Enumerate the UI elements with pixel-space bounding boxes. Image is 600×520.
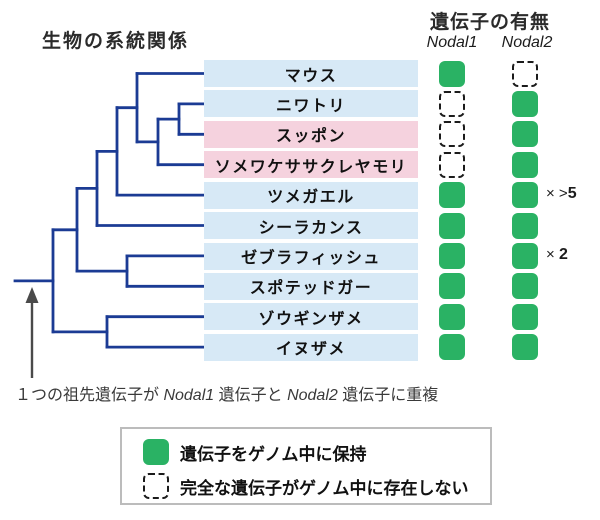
absent-square-icon xyxy=(143,473,169,499)
legend-item-absent: 完全な遺伝子がゲノム中に存在しない xyxy=(143,473,469,499)
gene-presence-header: 遺伝子の有無 xyxy=(429,12,550,33)
duplication-caption: １つの祖先遺伝子が Nodal1 遺伝子と Nodal2 遺伝子に重複 xyxy=(15,381,438,405)
caption-gene2: Nodal2 xyxy=(287,387,338,404)
legend-item-present: 遺伝子をゲノム中に保持 xyxy=(143,439,367,465)
present-square-icon xyxy=(143,439,169,465)
legend-box: 遺伝子をゲノム中に保持 完全な遺伝子がゲノム中に存在しない xyxy=(120,427,492,505)
phylogeny-title: 生物の系統関係 xyxy=(42,31,190,52)
column-label-nodal1: Nodal1 xyxy=(426,34,478,51)
caption-text: １つの祖先遺伝子が xyxy=(15,387,164,404)
ancestor-arrow-head-icon xyxy=(25,287,39,303)
column-label-nodal2: Nodal2 xyxy=(501,34,553,51)
caption-text: 遺伝子と xyxy=(214,387,288,404)
caption-gene1: Nodal1 xyxy=(163,387,215,404)
legend-label: 完全な遺伝子がゲノム中に存在しない xyxy=(180,478,469,498)
legend-label: 遺伝子をゲノム中に保持 xyxy=(180,444,367,464)
caption-text: 遺伝子に重複 xyxy=(337,387,439,404)
